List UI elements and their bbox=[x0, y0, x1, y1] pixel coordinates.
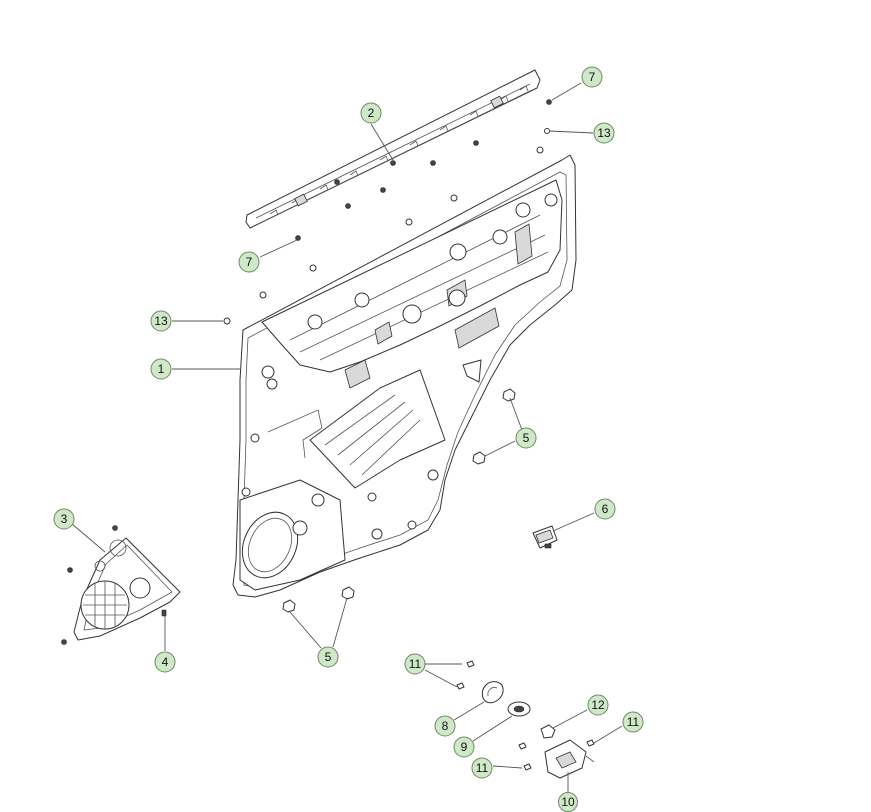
callout-4: 4 bbox=[154, 651, 176, 673]
switch-module bbox=[532, 525, 558, 549]
trim-clips bbox=[223, 99, 552, 325]
callout-13-top: 13 bbox=[593, 122, 615, 144]
svg-text:9: 9 bbox=[461, 740, 468, 754]
callout-6: 6 bbox=[594, 498, 616, 520]
svg-text:7: 7 bbox=[589, 70, 596, 84]
latch-parts bbox=[456, 660, 595, 779]
svg-text:11: 11 bbox=[409, 657, 422, 671]
callout-11-bottom: 11 bbox=[471, 757, 493, 779]
callout-9: 9 bbox=[453, 736, 475, 758]
speaker-grille bbox=[61, 525, 181, 645]
push-pins bbox=[282, 388, 516, 613]
svg-text:2: 2 bbox=[368, 106, 375, 120]
upper-trim-strip bbox=[245, 69, 541, 229]
leader-lines bbox=[71, 82, 623, 793]
callout-11-top: 11 bbox=[404, 653, 426, 675]
door-trim-panel bbox=[232, 154, 577, 598]
callout-5-bottom: 5 bbox=[317, 646, 339, 668]
svg-text:5: 5 bbox=[523, 431, 530, 445]
svg-text:7: 7 bbox=[246, 255, 253, 269]
svg-text:12: 12 bbox=[591, 698, 605, 712]
callout-13-left: 13 bbox=[150, 310, 172, 332]
svg-text:10: 10 bbox=[561, 795, 575, 809]
callout-7-left: 7 bbox=[238, 251, 260, 273]
callout-10: 10 bbox=[558, 792, 578, 812]
svg-text:11: 11 bbox=[476, 761, 489, 775]
svg-text:1: 1 bbox=[158, 362, 165, 376]
callout-3: 3 bbox=[53, 508, 75, 530]
callout-12: 12 bbox=[587, 694, 609, 716]
callout-2: 2 bbox=[360, 102, 382, 124]
svg-text:11: 11 bbox=[627, 715, 640, 729]
callout-7-top: 7 bbox=[581, 66, 603, 88]
callout-11-right: 11 bbox=[622, 711, 644, 733]
svg-text:5: 5 bbox=[325, 650, 332, 664]
svg-text:8: 8 bbox=[442, 719, 449, 733]
svg-text:13: 13 bbox=[597, 126, 611, 140]
svg-text:6: 6 bbox=[602, 502, 609, 516]
callout-5-right: 5 bbox=[515, 427, 537, 449]
svg-text:3: 3 bbox=[61, 512, 68, 526]
callout-8: 8 bbox=[434, 715, 456, 737]
svg-text:13: 13 bbox=[154, 314, 168, 328]
callouts: 7 2 13 7 13 1 5 6 bbox=[53, 66, 644, 812]
svg-text:4: 4 bbox=[162, 655, 169, 669]
callout-1: 1 bbox=[150, 358, 172, 380]
